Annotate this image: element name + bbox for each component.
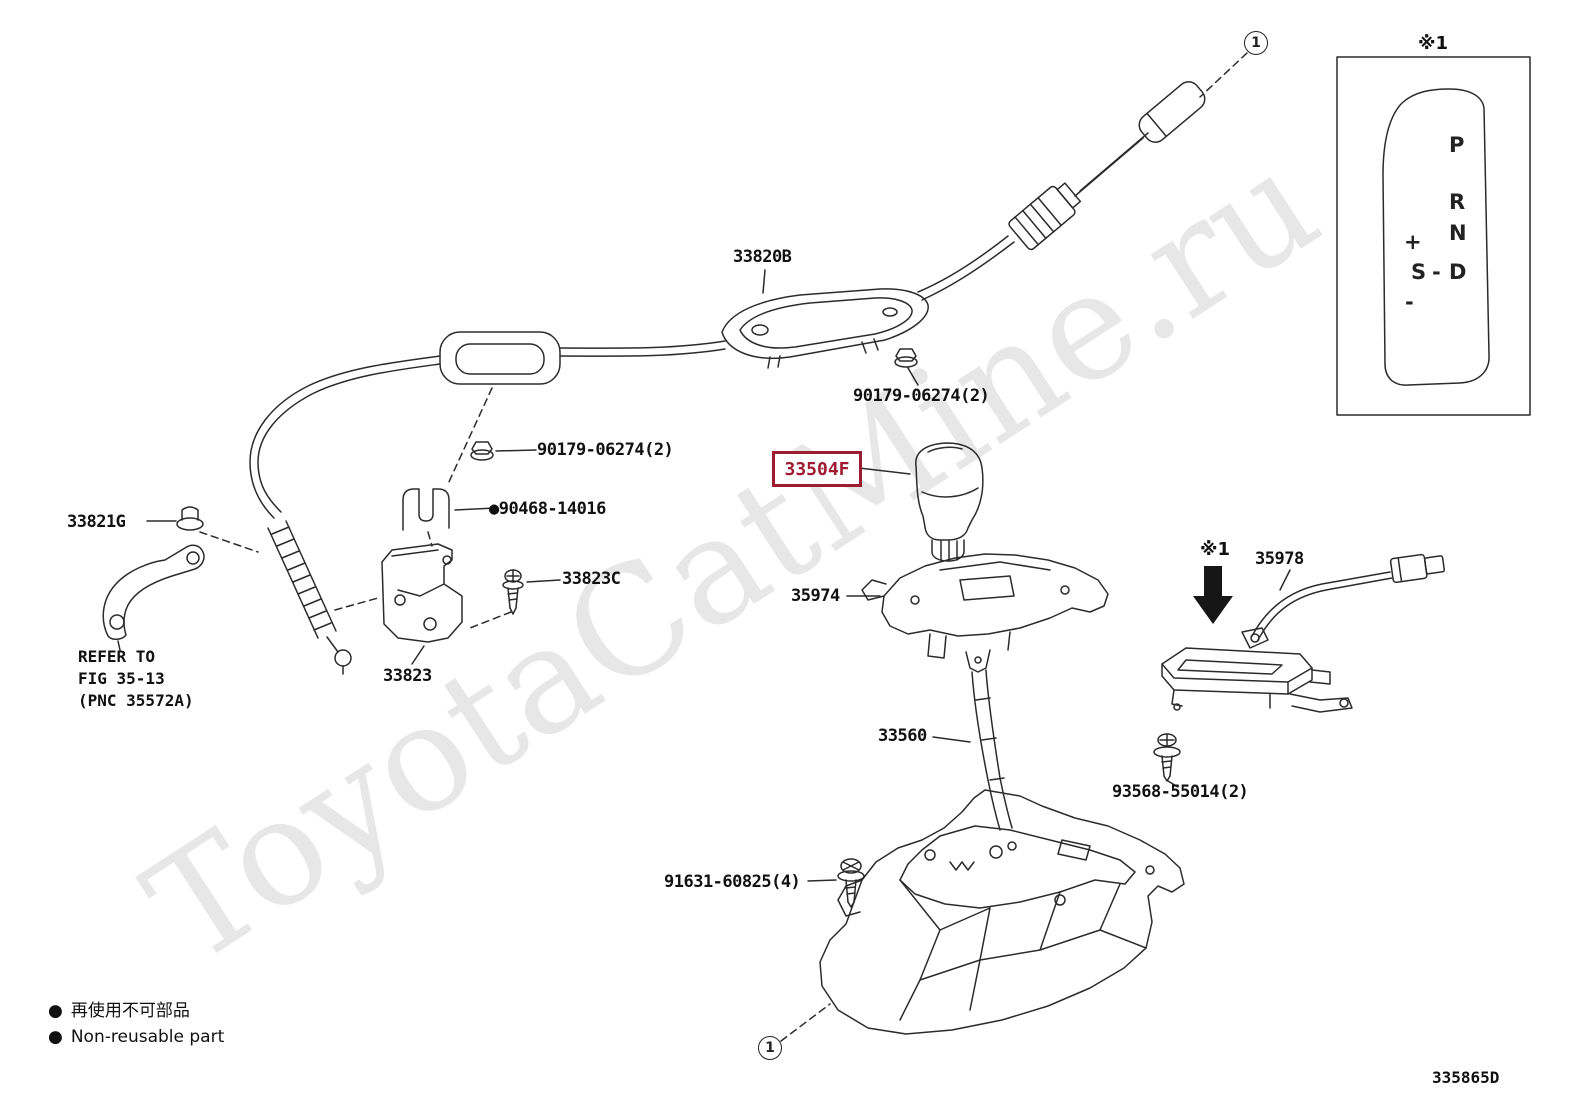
- refer-note-line3: (PNC 35572A): [78, 691, 194, 710]
- upper-plate-35974: [846, 553, 1109, 659]
- part-label-90468[interactable]: ●90468-14016: [489, 499, 606, 519]
- shift-letter-s: S: [1411, 260, 1427, 284]
- note-star1-arrow: ※1: [1200, 539, 1231, 560]
- down-arrow-icon: [1193, 566, 1233, 624]
- flange-nut-left: [470, 441, 537, 461]
- bolt-91631: [807, 858, 865, 908]
- legend-row-jp: ● 再使用不可部品: [48, 998, 224, 1024]
- part-label-33820b[interactable]: 33820B: [733, 247, 792, 267]
- shift-letter-d: D: [1449, 260, 1467, 284]
- cable-bracket-33820b: [721, 269, 929, 369]
- shifter-base-housing: [819, 789, 1185, 1035]
- part-label-35978[interactable]: 35978: [1255, 549, 1304, 569]
- refer-note: REFER TO FIG 35-13 (PNC 35572A): [78, 646, 194, 712]
- legend-row-en: ● Non-reusable part: [48, 1024, 224, 1050]
- legend-text-jp: 再使用不可部品: [70, 1001, 190, 1021]
- part-label-33560[interactable]: 33560: [878, 726, 927, 746]
- part-label-33821g[interactable]: 33821G: [67, 512, 126, 532]
- refer-note-line1: REFER TO: [78, 647, 156, 666]
- part-label-33504f-highlighted[interactable]: 33504F: [772, 451, 862, 487]
- bracket-33823: [381, 543, 463, 665]
- shift-letter-n: N: [1449, 221, 1467, 245]
- note-star1-pattern: ※1: [1418, 33, 1449, 54]
- control-unit-box: [1161, 647, 1353, 713]
- shift-letter-plus: +: [1404, 230, 1422, 254]
- clip-33821g: [146, 506, 204, 531]
- shift-knob-33504f: [858, 442, 984, 562]
- legend-text-en: Non-reusable part: [70, 1027, 225, 1047]
- callout-marker-1-bottom: 1: [758, 1036, 782, 1060]
- shift-letter-dash-low: -: [1405, 290, 1414, 314]
- non-reusable-bullet-icon: ●: [489, 499, 499, 519]
- part-label-90179-right[interactable]: 90179-06274(2): [853, 386, 990, 406]
- legend: ● 再使用不可部品 ● Non-reusable part: [48, 998, 224, 1050]
- part-label-90179-left[interactable]: 90179-06274(2): [537, 440, 674, 460]
- callout-marker-1-top: 1: [1244, 31, 1268, 55]
- part-label-33823c[interactable]: 33823C: [562, 569, 621, 589]
- part-label-35974[interactable]: 35974: [791, 586, 840, 606]
- shift-pattern-panel: [1336, 56, 1531, 416]
- shift-cable: [249, 331, 726, 519]
- flange-nut-right: [894, 348, 919, 386]
- cable-end-fitting: [917, 81, 1206, 301]
- shift-lever-33560: [932, 649, 1013, 831]
- shift-letter-p: P: [1449, 133, 1465, 157]
- part-label-91631[interactable]: 91631-60825(4): [664, 872, 801, 892]
- dashed-leader-lines: [199, 52, 1248, 1042]
- part-label-33823[interactable]: 33823: [383, 666, 432, 686]
- clamp-90468: [402, 488, 496, 531]
- shift-letter-r: R: [1449, 190, 1466, 214]
- cable-boot-spring: [267, 520, 352, 675]
- part-number-text: 90468-14016: [498, 499, 607, 519]
- shift-letter-dash-mid: -: [1432, 260, 1441, 284]
- part-label-93568[interactable]: 93568-55014(2): [1112, 782, 1249, 802]
- legend-bullet-icon: ●: [48, 1027, 63, 1047]
- strap-bracket-refer: [102, 544, 205, 651]
- legend-bullet-icon: ●: [48, 1001, 63, 1021]
- screw-93568: [1153, 733, 1181, 788]
- indicator-wire-35978: [1241, 553, 1446, 649]
- refer-note-line2: FIG 35-13: [78, 669, 165, 688]
- screw-33823c: [502, 569, 561, 615]
- figure-code: 335865D: [1432, 1068, 1500, 1087]
